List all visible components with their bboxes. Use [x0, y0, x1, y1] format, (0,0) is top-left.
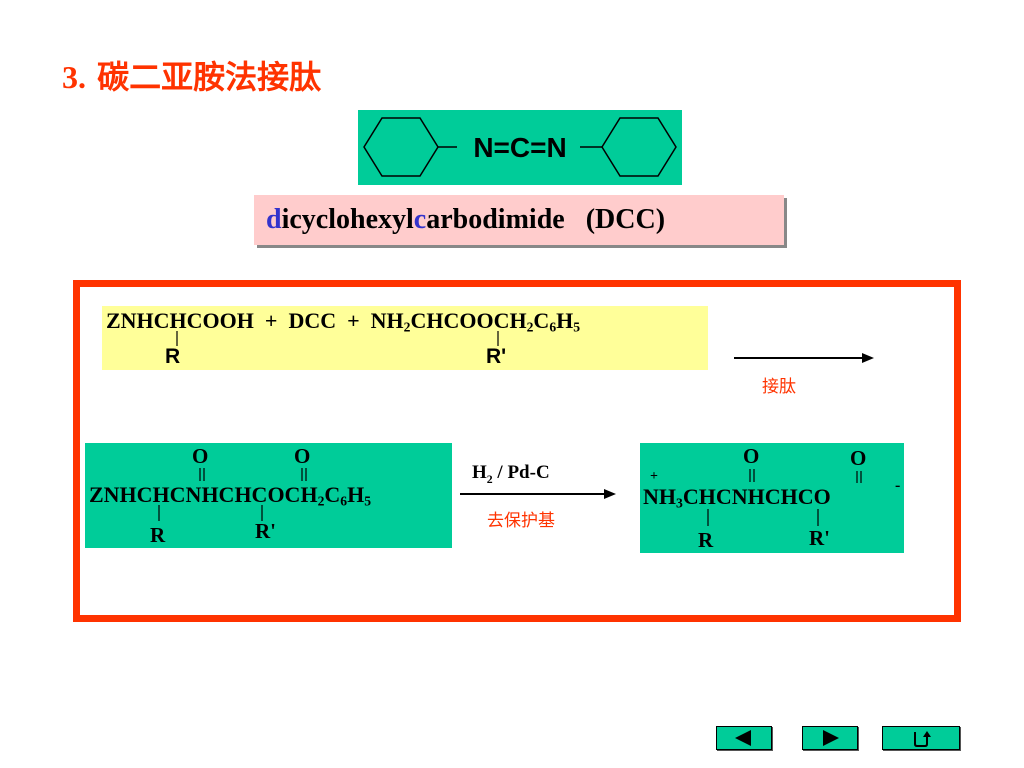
name-part-c: c — [413, 204, 427, 235]
cyclohexyl-ring-right — [601, 117, 677, 177]
product1-h: H — [347, 482, 365, 507]
product2-charge-minus: - — [895, 477, 901, 494]
product1-main: ZNHCHCNHCHCOCH — [89, 482, 318, 507]
product2-nh: NH — [643, 484, 676, 509]
reaction-frame — [73, 280, 961, 622]
cyclohexyl-ring-left — [363, 117, 439, 177]
arrow-head — [862, 353, 874, 363]
dcc-structure-box: N=C=N — [358, 110, 682, 185]
title-number: 3. — [62, 59, 86, 95]
page-title: 3. 碳二亚胺法接肽 — [62, 52, 321, 98]
triangle-left-icon — [735, 730, 751, 746]
product2-charge-plus: + — [650, 469, 658, 484]
reactant-a: ZNHCHCOOH — [106, 308, 254, 333]
plus-sign: + — [264, 308, 278, 333]
subscript: 5 — [573, 319, 581, 335]
name-part-d: d — [266, 204, 282, 235]
slide-navigation — [716, 726, 962, 752]
return-button[interactable] — [882, 726, 960, 750]
reactant-b-main: CHCOOCH — [410, 308, 527, 333]
product2-r: R — [698, 528, 714, 552]
coupling-label: 接肽 — [762, 377, 796, 397]
subscript: 2 — [403, 319, 411, 335]
plus-sign: + — [347, 308, 360, 333]
reactant-b-h: H — [556, 308, 574, 333]
subscript: 2 — [486, 472, 493, 486]
product1-o2: O — [294, 444, 311, 468]
reaction1-sub-r: R — [165, 345, 181, 368]
product2-bonds — [707, 469, 862, 526]
product2-o2: O — [850, 446, 867, 470]
deprotection-arrow — [460, 489, 616, 499]
previous-slide-button[interactable] — [716, 726, 772, 750]
return-arrow-icon — [914, 731, 931, 747]
name-part-yclohexyl: yclohexyl — [301, 204, 414, 235]
product1-c: C — [324, 482, 341, 507]
arrow-head — [604, 489, 616, 499]
name-part-ic: ic — [281, 204, 302, 235]
deprotection-label: 去保护基 — [487, 511, 555, 531]
subscript: 6 — [340, 493, 348, 509]
dcc-structure-diagram: N=C=N — [363, 117, 677, 177]
reagent-dcc: DCC — [288, 308, 337, 333]
reaction1-box — [102, 306, 708, 370]
next-slide-button[interactable] — [802, 726, 858, 750]
reaction1-sub-r2: R' — [486, 345, 507, 368]
subscript: 2 — [526, 319, 534, 335]
product1-r2: R' — [255, 519, 276, 543]
carbodiimide-formula: N=C=N — [473, 132, 566, 163]
name-part-arbodimide: arbodimide — [426, 204, 565, 235]
name-abbr: (DCC) — [585, 204, 666, 235]
product1-o1: O — [192, 444, 209, 468]
coupling-arrow — [734, 353, 874, 363]
dcc-name-box: dicyclohexylcarbodimide (DCC) — [254, 195, 784, 245]
product1-bonds — [158, 468, 307, 521]
triangle-right-icon — [823, 730, 839, 746]
deprotection-reagent: H2 / Pd-C — [472, 462, 550, 487]
reactant-b-nh: NH — [370, 308, 404, 333]
reagent-h: H — [472, 462, 487, 483]
product1-r: R — [150, 523, 166, 547]
product1-box — [85, 443, 452, 548]
product2-main: CHCNHCHCO — [682, 484, 831, 509]
subscript: 2 — [317, 493, 325, 509]
reaction1-bonds — [176, 331, 499, 346]
reagent-rest: / Pd-C — [492, 462, 550, 483]
reactant-b-c: C — [533, 308, 550, 333]
subscript: 6 — [549, 319, 557, 335]
title-text: 碳二亚胺法接肽 — [97, 58, 322, 96]
product2-box — [640, 443, 904, 553]
product2-r2: R' — [809, 526, 830, 550]
reaction1-equation: ZNHCHCOOH + DCC + NH2CHCOOCH2C6H5 — [106, 310, 580, 334]
product2-formula: NH3CHCNHCHCO — [643, 486, 831, 510]
product1-formula: ZNHCHCNHCHCOCH2C6H5 — [89, 484, 371, 508]
reactant-b: NH2CHCOOCH2C6H5 — [370, 308, 581, 335]
product2-o1: O — [743, 444, 760, 468]
subscript: 3 — [676, 495, 683, 511]
subscript: 5 — [364, 493, 372, 509]
